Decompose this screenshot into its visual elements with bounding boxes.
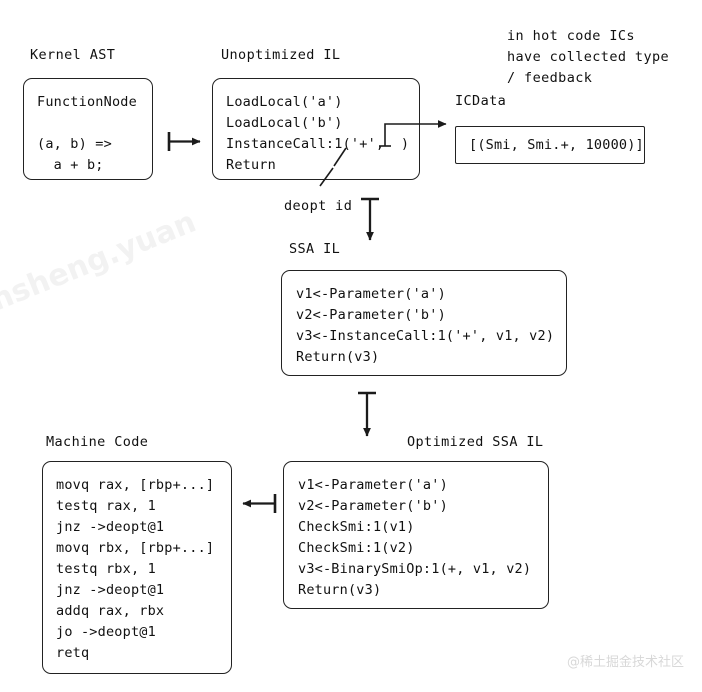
- label-icdata: ICData: [455, 93, 507, 109]
- optimized-ssa-il-line-1: v2<-Parameter('b'): [298, 498, 448, 514]
- corner-watermark: @稀土掘金技术社区: [566, 655, 684, 670]
- label-unoptimized-il: Unoptimized IL: [221, 47, 341, 63]
- optimized-ssa-il-line-2: CheckSmi:1(v1): [298, 519, 415, 535]
- ssa-il-line-1: v2<-Parameter('b'): [296, 307, 446, 323]
- kernel-ast-line-3: a + b;: [37, 157, 104, 173]
- label-deopt-id: deopt id: [284, 198, 353, 214]
- machine-code-line-7: jo ->deopt@1: [56, 624, 156, 640]
- box-kernel-ast: FunctionNode (a, b) => a + b;: [23, 78, 153, 180]
- kernel-ast-line-0: FunctionNode: [37, 94, 137, 110]
- box-unoptimized-il: LoadLocal('a') LoadLocal('b') InstanceCa…: [212, 78, 420, 180]
- unoptimized-il-line-2: InstanceCall:1('+', ): [226, 136, 410, 152]
- icdata-annotation-line-2: have collected type: [507, 49, 670, 65]
- box-optimized-ssa-il: v1<-Parameter('a') v2<-Parameter('b') Ch…: [283, 461, 549, 609]
- diagonal-watermark: nsheng.yuan: [0, 204, 201, 319]
- optimized-ssa-il-line-4: v3<-BinarySmiOp:1(+, v1, v2): [298, 561, 532, 577]
- icdata-annotation-line-3: / feedback: [507, 70, 593, 86]
- unoptimized-il-line-1: LoadLocal('b'): [226, 115, 343, 131]
- label-machine-code: Machine Code: [46, 434, 149, 450]
- optimized-ssa-il-line-3: CheckSmi:1(v2): [298, 540, 415, 556]
- machine-code-line-6: addq rax, rbx: [56, 603, 165, 619]
- arrow-ssa-il-to-optimized-ssa-il: [358, 391, 376, 437]
- ssa-il-line-0: v1<-Parameter('a'): [296, 286, 446, 302]
- machine-code-line-5: jnz ->deopt@1: [56, 582, 165, 598]
- box-icdata: [(Smi, Smi.+, 10000)]: [455, 126, 645, 164]
- box-machine-code: movq rax, [rbp+...] testq rax, 1 jnz ->d…: [42, 461, 232, 674]
- ssa-il-line-2: v3<-InstanceCall:1('+', v1, v2): [296, 328, 555, 344]
- optimized-ssa-il-line-0: v1<-Parameter('a'): [298, 477, 448, 493]
- ssa-il-line-3: Return(v3): [296, 349, 380, 365]
- optimized-ssa-il-line-5: Return(v3): [298, 582, 382, 598]
- unoptimized-il-line-0: LoadLocal('a'): [226, 94, 343, 110]
- label-kernel-ast: Kernel AST: [30, 47, 116, 63]
- icdata-annotation-line-1: in hot code ICs: [507, 28, 635, 44]
- machine-code-line-1: testq rax, 1: [56, 498, 156, 514]
- machine-code-line-4: testq rbx, 1: [56, 561, 156, 577]
- arrow-unoptimized-il-to-ssa-il: [361, 197, 379, 241]
- machine-code-line-2: jnz ->deopt@1: [56, 519, 165, 535]
- box-ssa-il: v1<-Parameter('a') v2<-Parameter('b') v3…: [281, 270, 567, 376]
- machine-code-line-0: movq rax, [rbp+...]: [56, 477, 215, 493]
- arrow-optimized-ssa-il-to-machine-code: [242, 494, 277, 513]
- arrow-ast-to-unoptimized-il: [167, 132, 201, 151]
- label-ssa-il: SSA IL: [289, 241, 341, 257]
- kernel-ast-line-2: (a, b) =>: [37, 136, 112, 152]
- label-optimized-ssa-il: Optimized SSA IL: [407, 434, 544, 450]
- unoptimized-il-line-3: Return: [226, 157, 276, 173]
- icdata-line-0: [(Smi, Smi.+, 10000)]: [469, 137, 644, 153]
- machine-code-line-3: movq rbx, [rbp+...]: [56, 540, 215, 556]
- machine-code-line-8: retq: [56, 645, 90, 661]
